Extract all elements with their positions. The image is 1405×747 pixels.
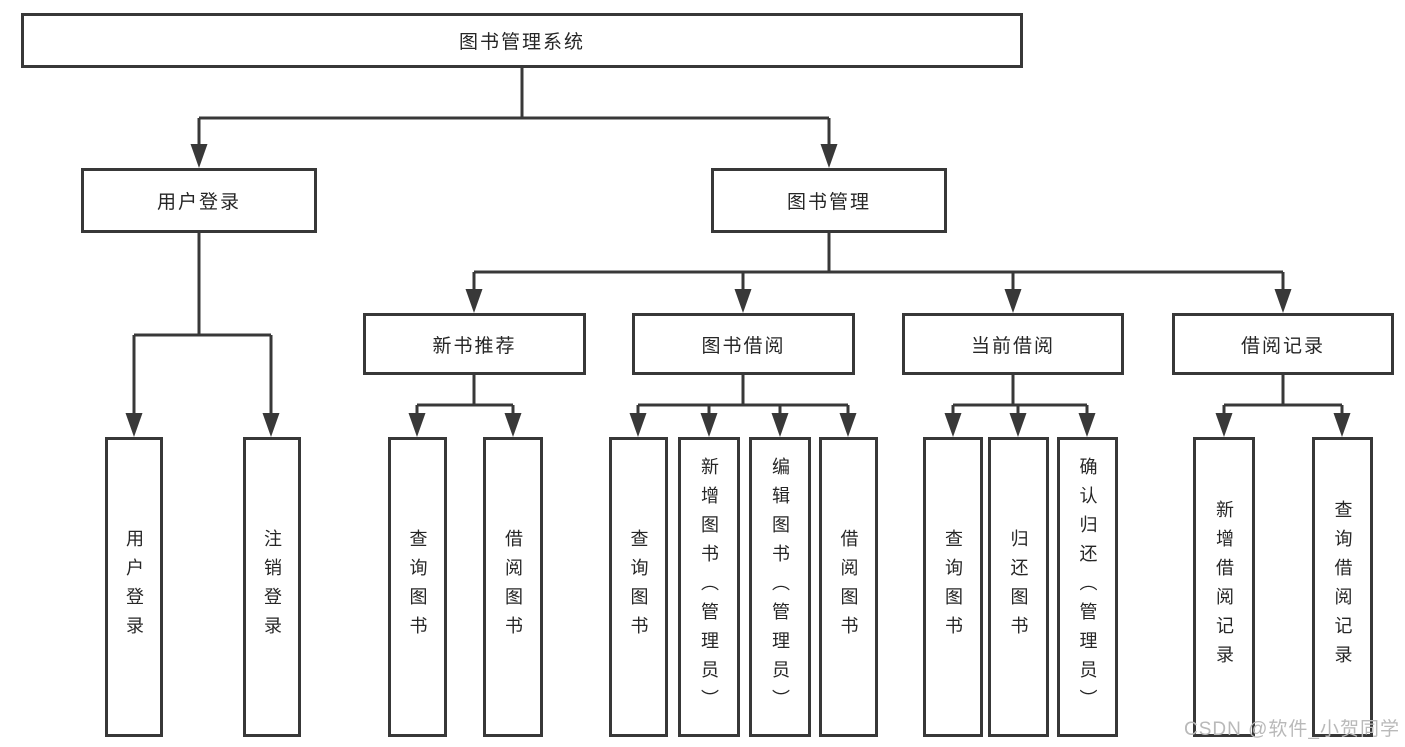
- connector-mgmt-to-level3: [472, 233, 1285, 293]
- arrowheads-borrow-leaves: [629, 413, 857, 437]
- leaf-add-borrow-record-label: 新增借阅记录: [1214, 500, 1234, 674]
- leaf-borrow-book-recommend: 借阅图书: [483, 437, 543, 737]
- leaf-query-book-recommend-label: 查询图书: [407, 529, 428, 645]
- leaf-query-book-current: 查询图书: [923, 437, 983, 737]
- leaf-borrow-book-borrowing-label: 借阅图书: [838, 529, 859, 645]
- connector-borrow-to-leaves: [636, 375, 850, 417]
- connector-current-to-leaves: [951, 375, 1089, 417]
- leaf-edit-book-admin-label: 编辑图书（管理员）: [770, 456, 790, 718]
- leaf-add-book-admin-label: 新增图书（管理员）: [699, 456, 719, 718]
- leaf-user-login-label: 用户登录: [124, 529, 144, 645]
- node-library-management-system: 图书管理系统: [21, 13, 1023, 68]
- leaf-edit-book-admin: 编辑图书（管理员）: [749, 437, 811, 737]
- node-user-login: 用户登录: [81, 168, 317, 233]
- node-borrowing-records: 借阅记录: [1172, 313, 1394, 375]
- connector-root-to-level2: [197, 67, 831, 148]
- arrowheads-rec-leaves: [408, 413, 522, 437]
- node-book-borrowing: 图书借阅: [632, 313, 855, 375]
- leaf-logout: 注销登录: [243, 437, 301, 737]
- leaf-query-book-borrowing-label: 查询图书: [628, 529, 649, 645]
- leaf-logout-label: 注销登录: [262, 529, 282, 645]
- node-new-book-recommend: 新书推荐: [363, 313, 586, 375]
- arrowheads-login-leaves: [125, 413, 280, 437]
- leaf-add-book-admin: 新增图书（管理员）: [678, 437, 740, 737]
- node-current-borrowing: 当前借阅: [902, 313, 1124, 375]
- leaf-query-borrow-record-label: 查询借阅记录: [1332, 500, 1353, 674]
- leaf-add-borrow-record: 新增借阅记录: [1193, 437, 1255, 737]
- leaf-borrow-book-borrowing: 借阅图书: [819, 437, 878, 737]
- leaf-confirm-return-admin: 确认归还（管理员）: [1057, 437, 1118, 737]
- arrowheads-level3: [465, 289, 1292, 313]
- connector-login-to-leaves: [132, 233, 273, 417]
- arrowheads-current-leaves: [944, 413, 1096, 437]
- leaf-confirm-return-admin-label: 确认归还（管理员）: [1077, 456, 1098, 718]
- connector-records-to-leaves: [1222, 375, 1344, 417]
- node-book-management: 图书管理: [711, 168, 947, 233]
- leaf-return-book-label: 归还图书: [1008, 529, 1029, 645]
- csdn-watermark: CSDN @软件_小贺同学: [1184, 719, 1400, 740]
- leaf-query-book-borrowing: 查询图书: [609, 437, 668, 737]
- leaf-query-book-recommend: 查询图书: [388, 437, 447, 737]
- leaf-borrow-book-recommend-label: 借阅图书: [503, 529, 523, 645]
- arrowheads-records-leaves: [1215, 413, 1351, 437]
- leaf-user-login: 用户登录: [105, 437, 163, 737]
- leaf-return-book: 归还图书: [988, 437, 1049, 737]
- leaf-query-borrow-record: 查询借阅记录: [1312, 437, 1373, 737]
- leaf-query-book-current-label: 查询图书: [943, 529, 963, 645]
- arrowheads-level2: [190, 144, 838, 168]
- connector-rec-to-leaves: [415, 375, 515, 417]
